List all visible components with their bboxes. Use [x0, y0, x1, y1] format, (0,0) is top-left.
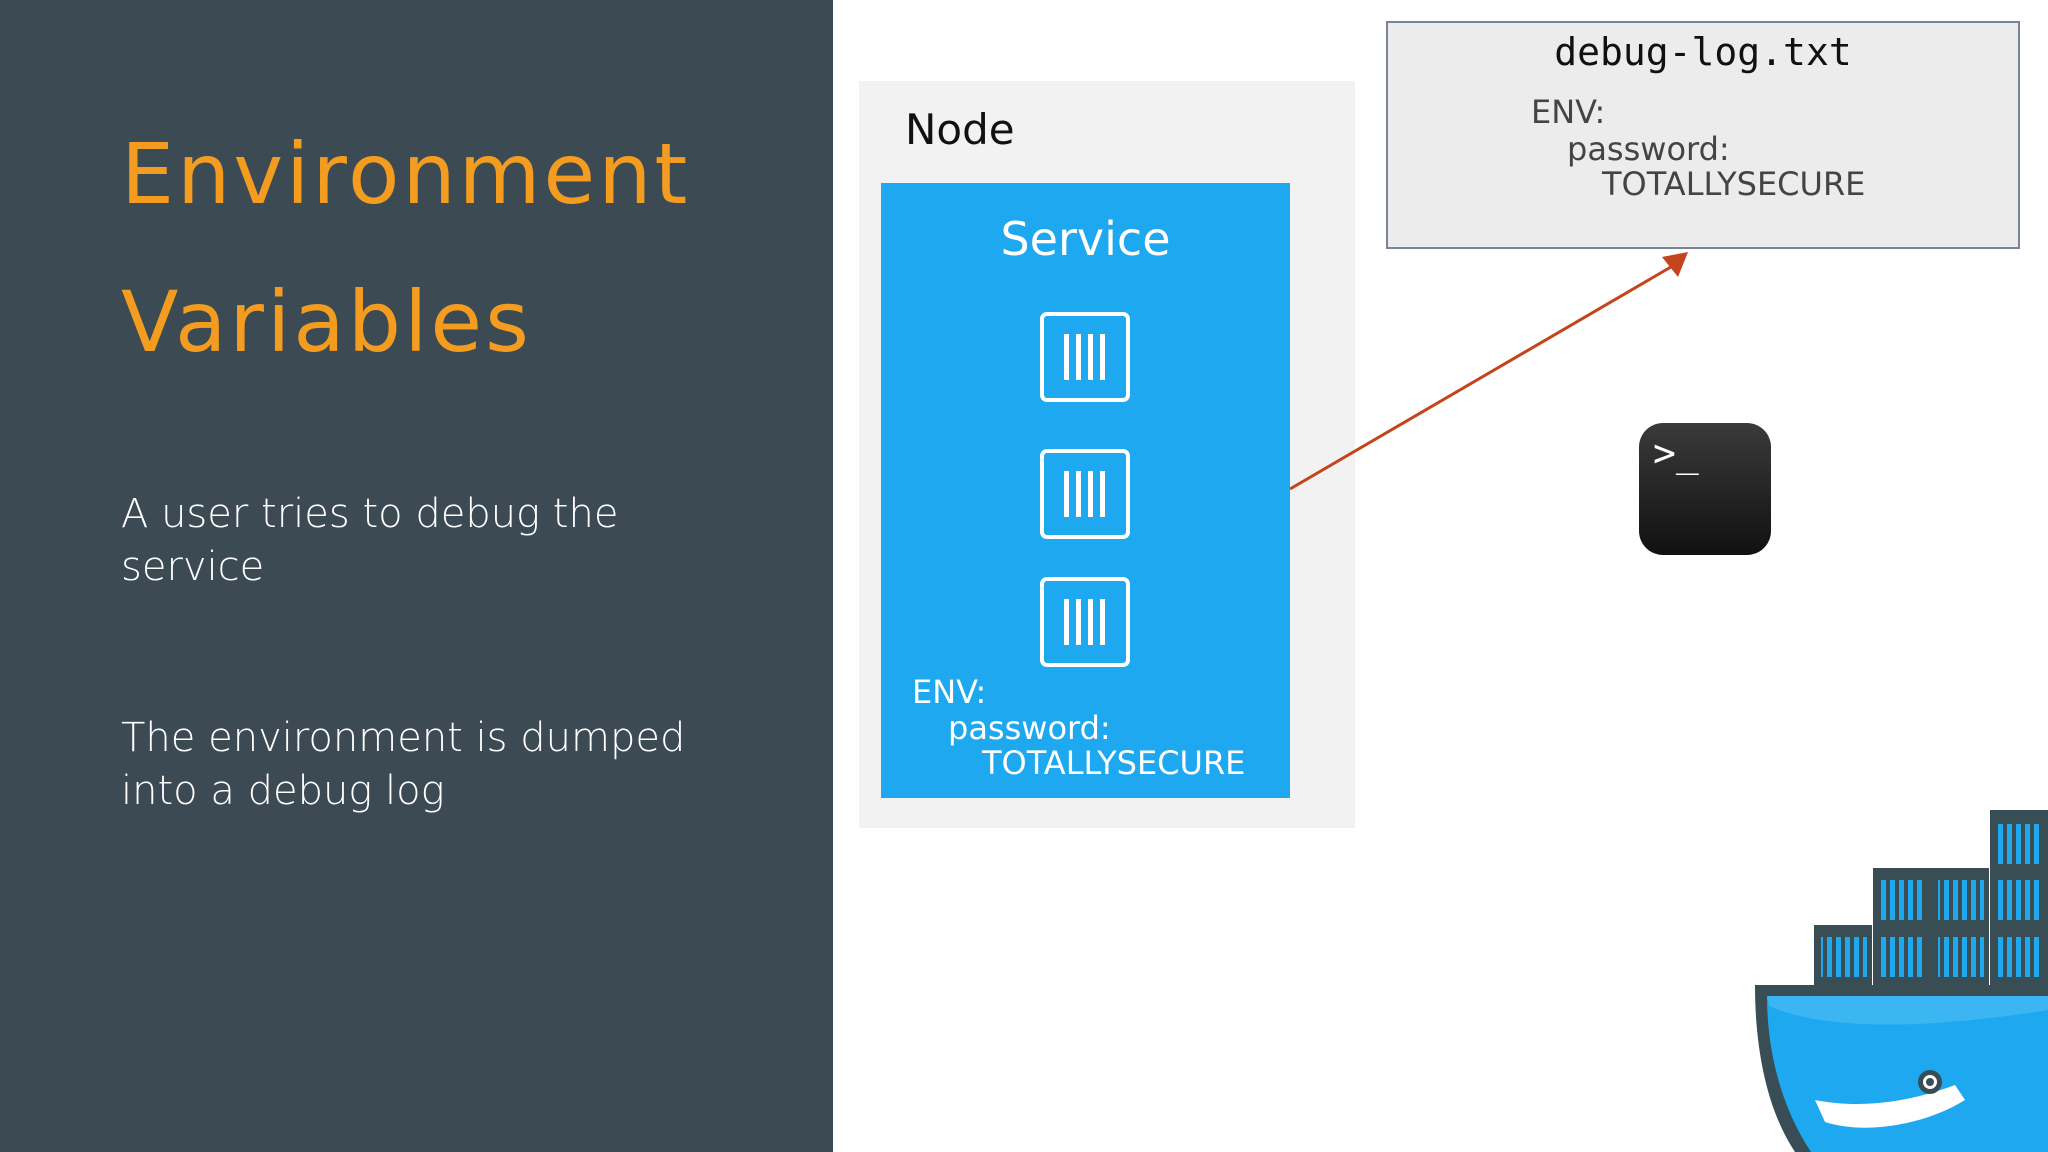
service-env-label: ENV: — [912, 673, 987, 711]
node-label: Node — [905, 105, 1015, 154]
slide-title-line-2: Variables — [121, 273, 532, 371]
container-icon — [1040, 312, 1130, 402]
log-env-value: TOTALLYSECURE — [1602, 165, 1866, 203]
left-panel — [0, 0, 833, 1152]
container-icon — [1040, 577, 1130, 667]
slide-title-line-1: Environment — [121, 125, 691, 223]
terminal-icon: >_ — [1639, 423, 1771, 555]
terminal-prompt-glyph: >_ — [1653, 431, 1699, 475]
service-box — [881, 183, 1290, 798]
dump-arrow-line — [1289, 262, 1677, 491]
service-env-key: password: — [948, 709, 1111, 747]
debug-log-box — [1386, 21, 2020, 249]
container-icon — [1040, 449, 1130, 539]
debug-log-filename: debug-log.txt — [1554, 30, 1852, 74]
log-env-label: ENV: — [1531, 93, 1606, 131]
log-env-key: password: — [1567, 130, 1730, 168]
bullet-debug-service: A user tries to debug the service — [121, 491, 619, 590]
docker-whale-logo — [1755, 810, 2048, 1152]
service-label: Service — [1000, 212, 1171, 266]
service-env-value: TOTALLYSECURE — [982, 744, 1246, 782]
arrowhead-icon — [1662, 252, 1688, 277]
bullet-env-dumped: The environment is dumped into a debug l… — [121, 715, 686, 814]
